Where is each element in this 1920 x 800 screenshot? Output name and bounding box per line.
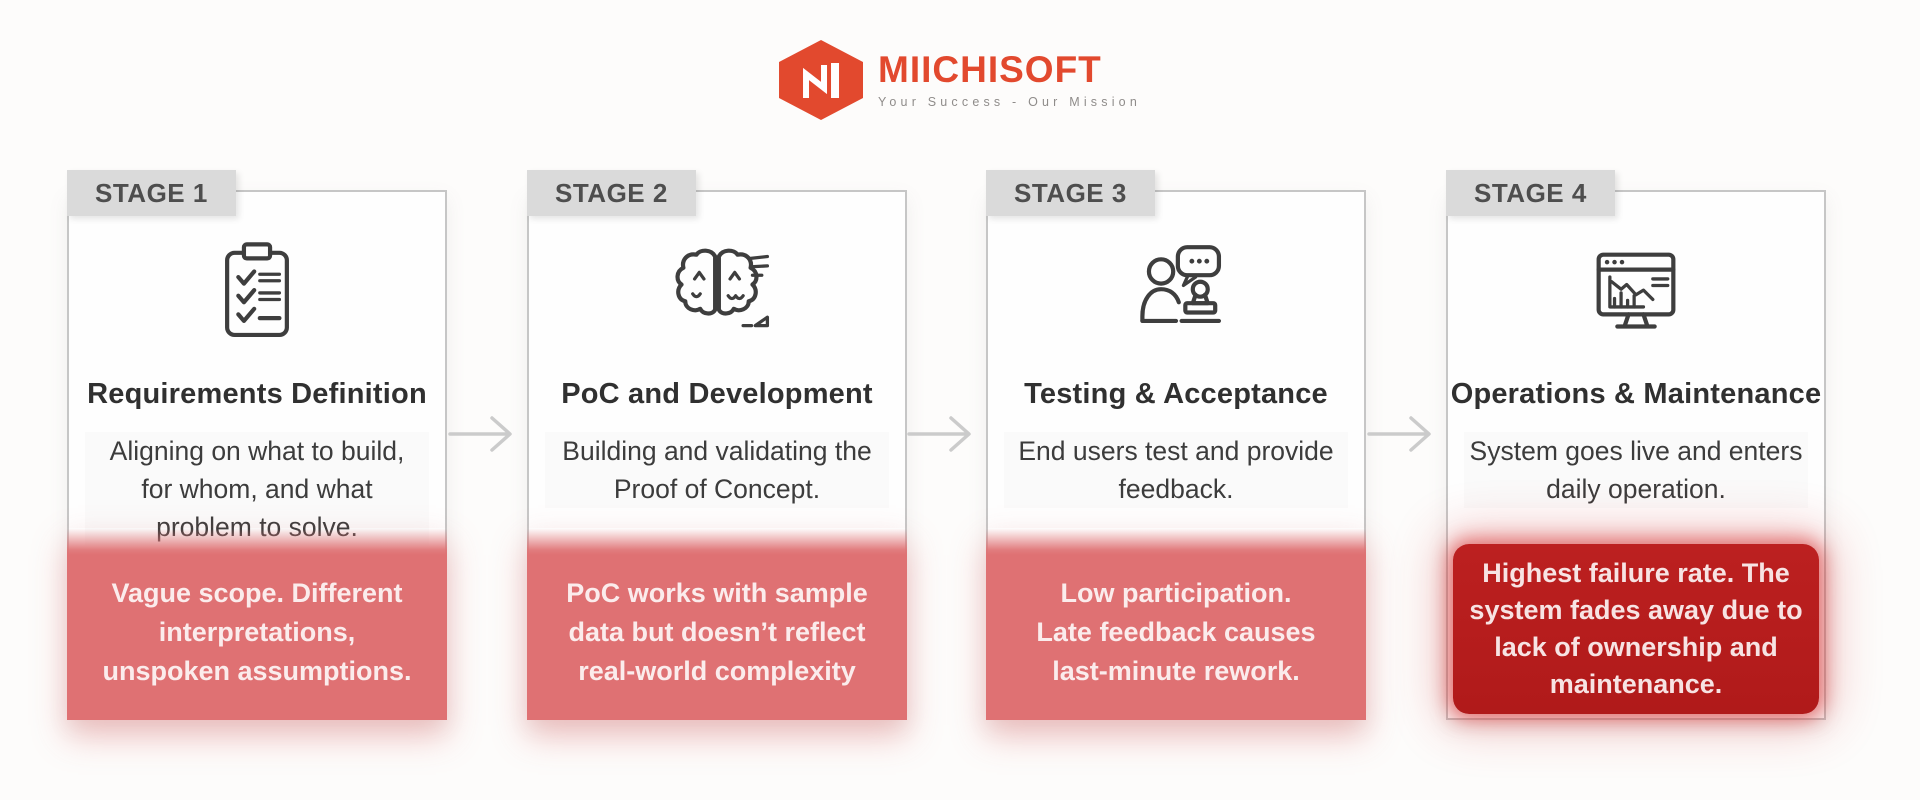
- user-feedback-stamp-icon: [988, 236, 1364, 348]
- stage-risk-banner: Vague scope. Different interpretations, …: [67, 528, 447, 720]
- stage-risk-critical-banner: Highest failure rate. The system fades a…: [1453, 544, 1819, 714]
- stage-card-1: STAGE 1 Requirements Definition Aligning…: [67, 170, 447, 720]
- logo-text-block: MIICHISOFT Your Success - Our Mission: [878, 51, 1141, 109]
- stage-label: STAGE 3: [986, 170, 1155, 216]
- stage-description: Building and validating the Proof of Con…: [545, 432, 889, 508]
- right-arrow-icon: [448, 411, 526, 457]
- company-logo: MIICHISOFT Your Success - Our Mission: [779, 40, 1141, 120]
- stage-card-4: STAGE 4 Operations & Maintenance System …: [1446, 170, 1826, 720]
- stage-label: STAGE 2: [527, 170, 696, 216]
- brain-development-icon: [529, 236, 905, 348]
- stage-card-2: STAGE 2 PoC and Development Building and…: [527, 170, 907, 720]
- stage-description: System goes live and enters daily operat…: [1464, 432, 1808, 508]
- brand-name: MIICHISOFT: [878, 49, 1102, 90]
- brand-tagline: Your Success - Our Mission: [878, 95, 1141, 109]
- stage-description: End users test and provide feedback.: [1004, 432, 1348, 508]
- stage-card-3: STAGE 3 Testing & Acceptance End users t…: [986, 170, 1366, 720]
- hexagon-m-logo-icon: [779, 40, 864, 120]
- clipboard-checklist-icon: [69, 236, 445, 348]
- stage-title: Operations & Maintenance: [1450, 378, 1822, 410]
- stage-title: Requirements Definition: [87, 378, 427, 410]
- stage-risk-banner: PoC works with sample data but doesn’t r…: [527, 528, 907, 720]
- stage-label: STAGE 1: [67, 170, 236, 216]
- stage-title: Testing & Acceptance: [1024, 378, 1328, 410]
- stage-risk-banner: Low participation. Late feedback causes …: [986, 528, 1366, 720]
- right-arrow-icon: [907, 411, 985, 457]
- right-arrow-icon: [1367, 411, 1445, 457]
- monitor-decline-chart-icon: [1448, 236, 1824, 348]
- stage-label: STAGE 4: [1446, 170, 1615, 216]
- stage-title: PoC and Development: [561, 378, 873, 410]
